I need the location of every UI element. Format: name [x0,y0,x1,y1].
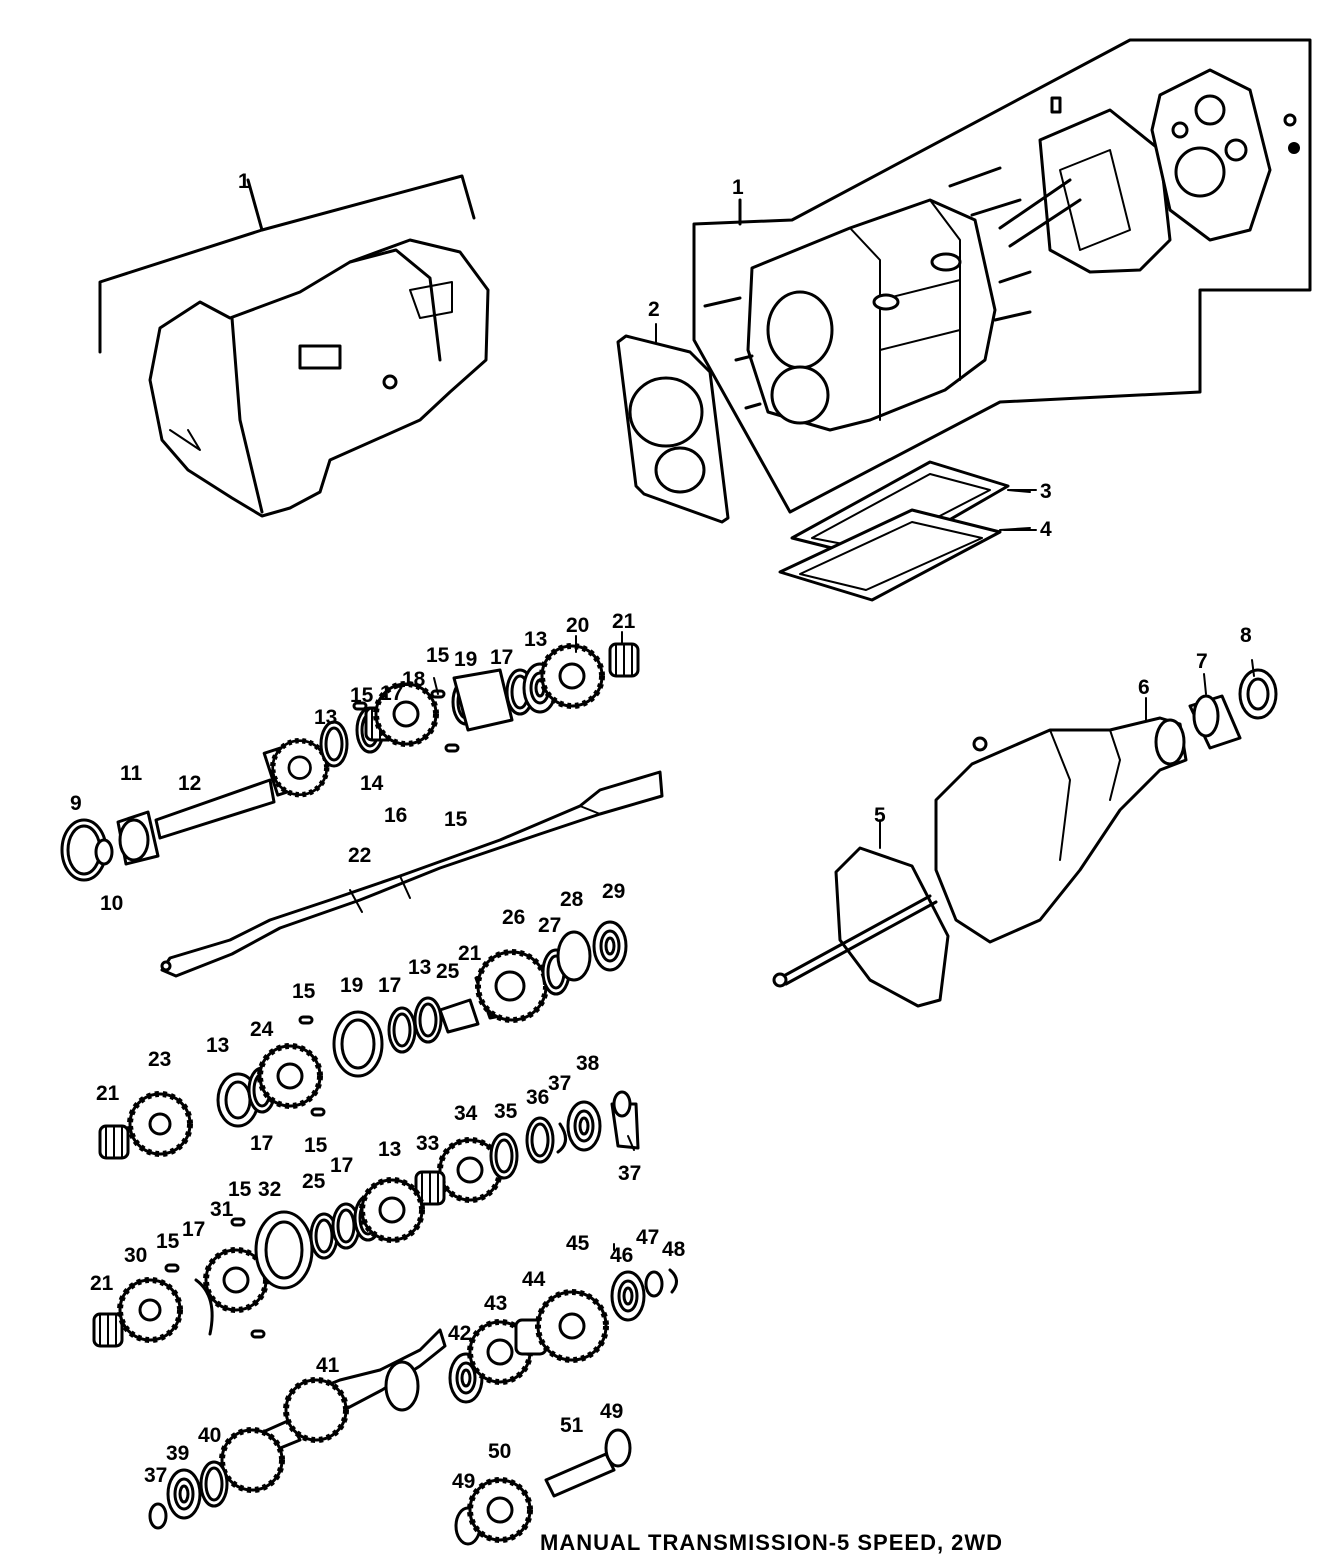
callout-33: 33 [416,1132,439,1155]
reverse-idler [454,1428,632,1546]
callout-9: 9 [70,792,82,815]
diagram-caption: MANUAL TRANSMISSION-5 SPEED, 2WD [540,1530,1003,1555]
row-26-29 [332,920,628,1078]
cover-gaskets [778,460,1031,602]
callout-13a: 13 [314,706,337,729]
counter-shaft-row [148,1268,678,1530]
callout-49b: 49 [600,1400,623,1423]
main-case-group [692,38,1312,514]
callout-17b: 17 [490,646,513,669]
callout-13b: 13 [524,628,547,651]
callout-37c: 37 [144,1464,167,1487]
callout-16: 16 [384,804,407,827]
callout-15f: 15 [228,1178,252,1201]
callout-35: 35 [494,1100,518,1123]
callout-30: 30 [124,1244,147,1267]
callout-15d: 15 [292,980,316,1003]
callout-32: 32 [258,1178,281,1201]
callout-21c: 21 [96,1082,120,1105]
callout-31: 31 [210,1198,234,1221]
callout-15a: 15 [350,684,374,707]
callout-25a: 25 [436,960,460,983]
callout-38: 38 [576,1052,600,1075]
callout-19a: 19 [454,648,477,671]
callout-37a: 37 [548,1072,571,1095]
gasket-front [616,323,730,524]
callout-11: 11 [120,762,143,785]
callout-29: 29 [602,880,625,903]
callout-51: 51 [560,1414,584,1437]
callout-14: 14 [360,772,384,795]
leader-lines [433,489,1255,1251]
callout-20: 20 [566,614,589,637]
callout-21b: 21 [458,942,482,965]
row-30-32 [92,1180,422,1348]
callout-15e: 15 [304,1134,328,1157]
callout-12: 12 [178,772,201,795]
callout-25b: 25 [302,1170,326,1193]
callout-21a: 21 [612,610,636,633]
callout-43: 43 [484,1292,507,1315]
callout-17c: 17 [378,974,401,997]
callout-15g: 15 [156,1230,180,1253]
callout-13c: 13 [408,956,431,979]
callout-13d: 13 [206,1034,229,1057]
row-21-24 [98,1015,326,1160]
callout-1a: 1 [238,170,250,193]
callout-37b: 37 [618,1162,641,1185]
callout-41: 41 [316,1354,340,1377]
callout-26: 26 [502,906,525,929]
callout-34: 34 [454,1102,478,1125]
callout-13e: 13 [378,1138,401,1161]
callout-22: 22 [348,844,371,867]
callout-17a: 17 [380,682,403,705]
callout-15c: 15 [444,808,468,831]
callout-23: 23 [148,1048,171,1071]
callout-42: 42 [448,1322,471,1345]
callout-44: 44 [522,1268,546,1291]
callout-50: 50 [488,1440,511,1463]
input-shaft-row [60,642,640,882]
row-33-38 [414,1090,640,1206]
callout-8: 8 [1240,624,1252,647]
callout-5: 5 [874,804,886,827]
callout-40: 40 [198,1424,221,1447]
callout-21d: 21 [90,1272,114,1295]
callout-7: 7 [1196,650,1208,673]
extension-housing [772,668,1278,1008]
callout-24: 24 [250,1018,274,1041]
callout-39: 39 [166,1442,189,1465]
callout-4: 4 [1040,518,1052,541]
callout-28: 28 [560,888,584,911]
callout-18: 18 [402,668,426,691]
callout-36: 36 [526,1086,549,1109]
callout-labels: 1 1 2 3 4 5 6 7 8 9 10 11 12 13 13 13 13… [70,170,1252,1493]
callout-47: 47 [636,1226,659,1249]
main-shaft [160,770,664,978]
callout-2: 2 [648,298,660,321]
callout-46: 46 [610,1244,633,1267]
callout-10: 10 [100,892,123,915]
callout-17f: 17 [182,1218,205,1241]
callout-48: 48 [662,1238,686,1261]
callout-17d: 17 [250,1132,273,1155]
callout-19b: 19 [340,974,363,997]
callout-17e: 17 [330,1154,353,1177]
callout-45: 45 [566,1232,590,1255]
callout-15b: 15 [426,644,450,667]
callout-49a: 49 [452,1470,475,1493]
callout-1b: 1 [732,176,744,199]
callout-3: 3 [1040,480,1052,503]
callout-6: 6 [1138,676,1150,699]
bell-housing [98,174,490,518]
callout-27: 27 [538,914,561,937]
